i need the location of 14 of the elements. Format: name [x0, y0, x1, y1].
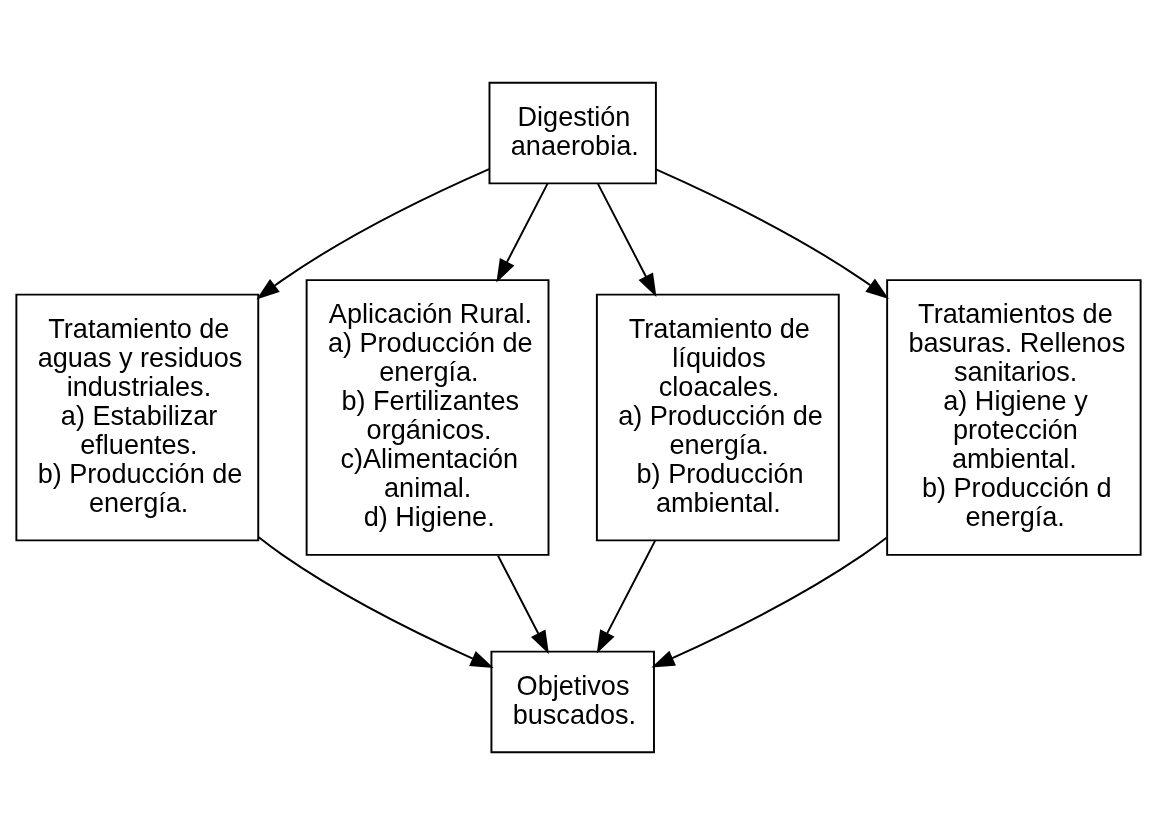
arrow — [596, 539, 656, 654]
node-box: Tratamiento de aguas y residuos industriales. a) Estabilizar efluentes. b) Producción de energía. — [15, 293, 260, 542]
arrow — [651, 536, 888, 668]
node-box: Aplicación Rural. a) Producción de energía. b) Fertilizantes orgánicos. c)Alimentación animal. d) Higiene. — [305, 279, 550, 556]
arrow — [655, 168, 889, 299]
node-box: Tratamiento de líquidos cloacales. a) Producción de energía. b) Producción ambiental. — [595, 293, 840, 542]
node-box: Tratamientos de basuras. Rellenos sanitarios. a) Higiene y protección ambiental. b) Producción d energía. — [886, 279, 1142, 556]
arrow — [597, 182, 657, 297]
node-box: Objetivos buscados. — [490, 650, 655, 754]
arrow — [256, 168, 491, 300]
arrow — [257, 536, 494, 668]
node-box: Digestión anaerobia. — [488, 81, 657, 185]
arrow — [497, 554, 549, 654]
arrow — [496, 182, 549, 283]
